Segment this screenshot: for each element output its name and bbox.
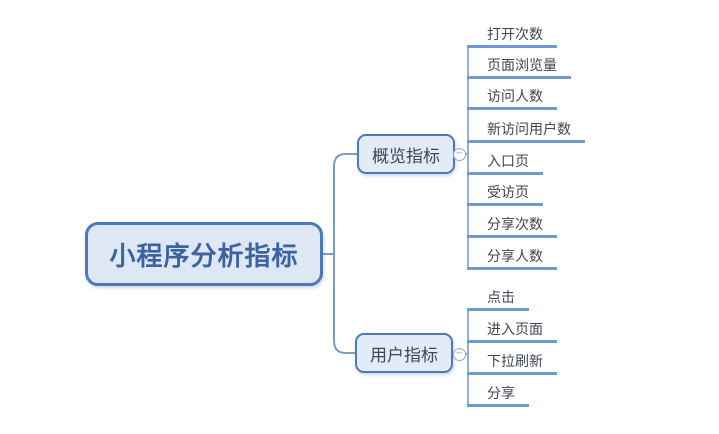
branch-node-label: 用户指标 [370, 345, 438, 365]
leaf-item[interactable]: 下拉刷新 [467, 350, 557, 375]
root-node[interactable]: 小程序分析指标 [85, 222, 323, 286]
leaf-item[interactable]: 打开次数 [467, 23, 557, 48]
root-node-label: 小程序分析指标 [109, 240, 299, 271]
branch-node-user[interactable]: 用户指标 [355, 333, 453, 373]
leaf-item[interactable]: 受访页 [467, 181, 543, 206]
leaf-item[interactable]: 分享次数 [467, 213, 557, 238]
branch-node-label: 概览指标 [372, 146, 440, 166]
leaf-item[interactable]: 分享 [467, 382, 529, 407]
branch-node-overview[interactable]: 概览指标 [357, 134, 455, 174]
minus-circle-icon[interactable]: − [453, 148, 466, 161]
leaf-item[interactable]: 入口页 [467, 150, 543, 175]
leaf-item[interactable]: 新访问用户数 [467, 118, 585, 143]
leaf-item[interactable]: 点击 [467, 286, 529, 311]
leaf-item[interactable]: 页面浏览量 [467, 54, 571, 79]
leaf-item[interactable]: 进入页面 [467, 318, 557, 343]
leaf-item[interactable]: 分享人数 [467, 245, 557, 270]
leaf-item[interactable]: 访问人数 [467, 85, 557, 110]
minus-circle-icon[interactable]: − [453, 348, 466, 361]
